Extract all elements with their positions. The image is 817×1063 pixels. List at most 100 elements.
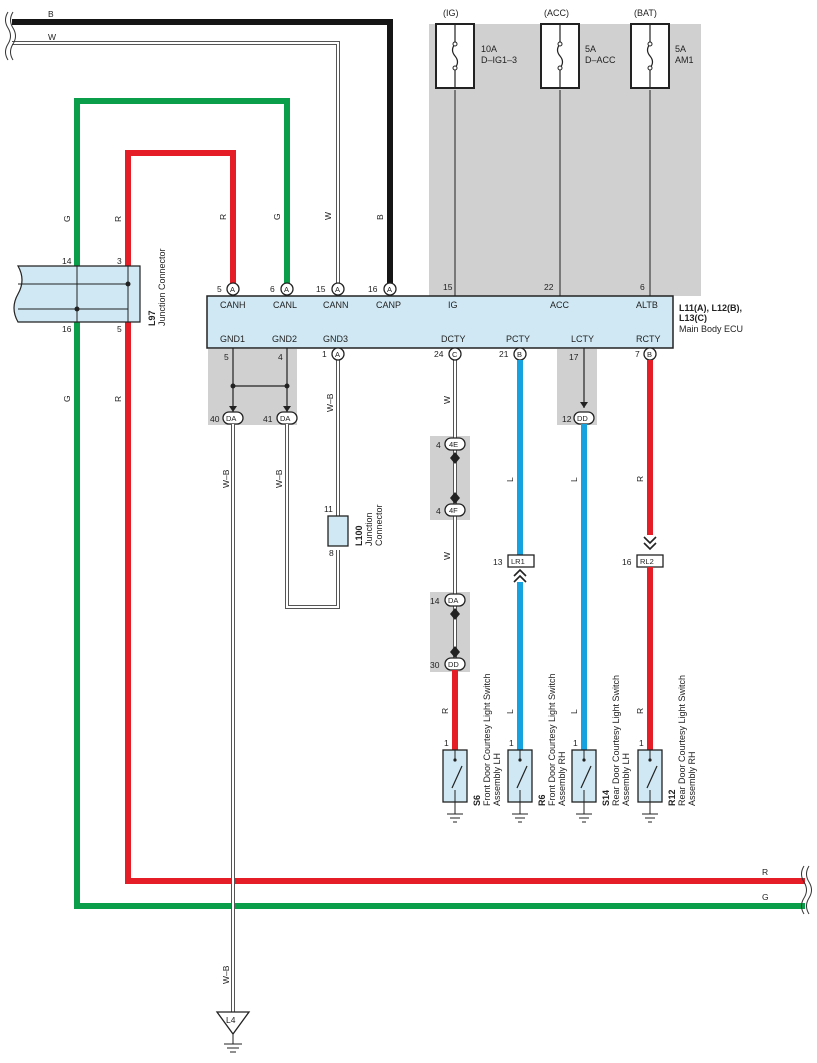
fuse-rating-acc: 5A xyxy=(585,44,596,54)
l97-id: L97 xyxy=(147,310,157,326)
wire-label-r-left-top: R xyxy=(113,216,123,222)
wire-label-dcty-r: R xyxy=(440,708,450,714)
ground-connector-12-pin: 12 xyxy=(562,414,572,424)
break-mark-top-2 xyxy=(5,11,11,61)
l97-name: Junction Connector xyxy=(157,248,167,326)
l100-name-2: Connector xyxy=(374,504,384,546)
switch-r6-name-2: Assembly RH xyxy=(557,751,567,806)
dcty-connector-4e: 4E xyxy=(444,437,466,464)
svg-text:DD: DD xyxy=(577,414,588,423)
inline-connector-lr1-pin: 13 xyxy=(493,557,503,567)
fuse-ig xyxy=(435,23,475,296)
fuse-rating-bat: 5A xyxy=(675,44,686,54)
wire-wb-l100-loop xyxy=(285,424,340,609)
wire-label-rcty: R xyxy=(635,476,645,482)
inline-connector-rl2-pin: 16 xyxy=(622,557,632,567)
gnd2-pin: 4 xyxy=(278,352,283,362)
wire-b xyxy=(12,19,393,285)
l100-pin-bottom: 8 xyxy=(329,548,334,558)
dcty-connector-da-pin: 14 xyxy=(430,596,440,606)
pcty-pin: 21 xyxy=(499,349,509,359)
fuse-name-acc: D–ACC xyxy=(585,55,616,65)
wire-label-wb1: W–B xyxy=(221,469,231,488)
fuse-source-bat: (BAT) xyxy=(634,8,657,18)
ground-connector-12-dd: DD xyxy=(573,411,595,425)
l97-pin-14: 14 xyxy=(62,256,72,266)
switch-r6-name-1: Front Door Courtesy Light Switch xyxy=(547,673,557,806)
pcty-pin-connector: B xyxy=(513,347,527,361)
fuse-source-acc: (ACC) xyxy=(544,8,569,18)
ecu-pin-canl: A xyxy=(280,282,294,296)
svg-text:LR1: LR1 xyxy=(511,557,525,566)
wire-label-wb-bottom: W–B xyxy=(221,965,231,984)
ground-connector-41-pin: 41 xyxy=(263,414,273,424)
switch-r6 xyxy=(507,749,533,823)
svg-text:B: B xyxy=(517,350,522,359)
fuse-pin-ig: 15 xyxy=(443,282,453,292)
switch-s6-pin: 1 xyxy=(444,738,449,748)
ecu-label-canp: CANP xyxy=(376,300,401,310)
ecu-label-canl: CANL xyxy=(273,300,297,310)
break-mark-right xyxy=(801,865,807,915)
switch-s6 xyxy=(442,749,468,823)
wire-label-dcty-w1: W xyxy=(442,396,452,404)
switch-s14 xyxy=(571,749,597,823)
ecu-label-ig: IG xyxy=(448,300,458,310)
fuse-name-ig: D–IG1–3 xyxy=(481,55,517,65)
switch-s14-id: S14 xyxy=(601,790,611,806)
l100-name-1: Junction xyxy=(364,512,374,546)
svg-text:DD: DD xyxy=(448,660,459,669)
wire-r-main xyxy=(125,150,805,884)
ground-point-l4 xyxy=(215,1011,251,1053)
rcty-pin-connector: B xyxy=(643,347,657,361)
svg-text:4E: 4E xyxy=(449,440,458,449)
l100-junction-connector xyxy=(327,515,349,547)
switch-r12-id: R12 xyxy=(667,789,677,806)
wire-label-pcty: L xyxy=(505,477,515,482)
wire-w xyxy=(12,41,340,285)
dcty-connector-da: DA xyxy=(444,593,466,620)
fuse-pin-acc: 22 xyxy=(544,282,554,292)
ecu-label-pcty: PCTY xyxy=(506,334,530,344)
svg-text:DA: DA xyxy=(280,414,290,423)
ecu-label-cann: CANN xyxy=(323,300,349,310)
l97-junction-connector xyxy=(13,265,141,323)
dcty-connector-4e-pin: 4 xyxy=(436,440,441,450)
wire-label-canh: R xyxy=(218,214,228,220)
svg-text:RL2: RL2 xyxy=(640,557,654,566)
switch-s6-name-1: Front Door Courtesy Light Switch xyxy=(482,673,492,806)
svg-text:A: A xyxy=(284,285,289,294)
ecu-label-gnd1: GND1 xyxy=(220,334,245,344)
ground-connector-41-da: DA xyxy=(276,411,298,425)
rcty-pin: 7 xyxy=(635,349,640,359)
ecu-pin-cann-num: 15 xyxy=(316,284,326,294)
ecu-name: Main Body ECU xyxy=(679,324,743,334)
switch-r12-name-1: Rear Door Courtesy Light Switch xyxy=(677,675,687,806)
wire-label-canl: G xyxy=(272,213,282,220)
wire-label-lcty-low: L xyxy=(569,709,579,714)
inline-connector-lr1: LR1 xyxy=(507,554,535,583)
ecu-pin-canh-num: 5 xyxy=(217,284,222,294)
break-mark-top xyxy=(10,11,16,61)
svg-text:DA: DA xyxy=(448,596,458,605)
gnd1-pin: 5 xyxy=(224,352,229,362)
svg-text:B: B xyxy=(647,350,652,359)
fuse-rating-ig: 10A xyxy=(481,44,497,54)
fuse-acc xyxy=(540,23,580,296)
svg-text:DA: DA xyxy=(226,414,236,423)
break-mark-right-2 xyxy=(806,865,812,915)
switch-s6-name-2: Assembly LH xyxy=(492,753,502,806)
dcty-connector-dd: DD xyxy=(444,646,466,671)
lcty-wiring xyxy=(580,348,588,408)
ecu-label-gnd3: GND3 xyxy=(323,334,348,344)
ecu-pin-canh: A xyxy=(226,282,240,296)
wire-label-cann: W xyxy=(323,212,333,220)
switch-r6-pin: 1 xyxy=(509,738,514,748)
dcty-connector-4f: 4F xyxy=(444,492,466,517)
ecu-label-canh: CANH xyxy=(220,300,246,310)
wire-label-lcty: L xyxy=(569,477,579,482)
ecu-label-lcty: LCTY xyxy=(571,334,594,344)
l97-pin-16: 16 xyxy=(62,324,72,334)
ecu-label-altb: ALTB xyxy=(636,300,658,310)
ecu-label-gnd2: GND2 xyxy=(272,334,297,344)
